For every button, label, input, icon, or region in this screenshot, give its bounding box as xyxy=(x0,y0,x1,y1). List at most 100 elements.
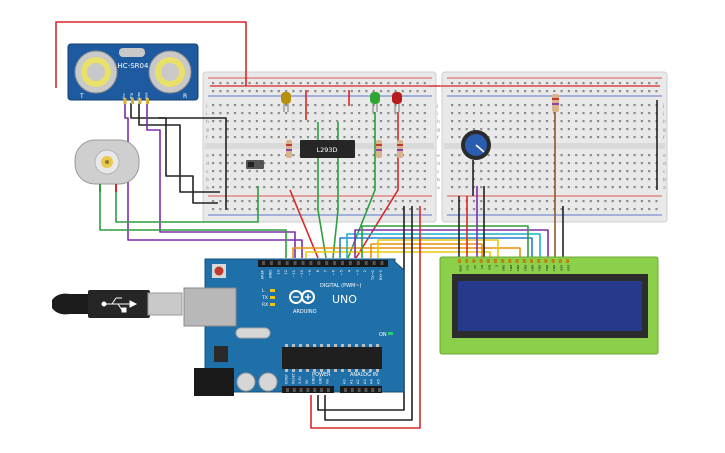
row-letter: e xyxy=(437,154,440,159)
row-letter: g xyxy=(663,128,666,133)
wire-red-led xyxy=(355,112,399,259)
power-pin-label: RESET xyxy=(291,372,295,384)
wire-motor-green xyxy=(99,190,287,258)
sensor-pin-label: Echo xyxy=(137,92,141,100)
board-led-label: TX xyxy=(261,295,268,301)
row-letter: e xyxy=(206,154,209,159)
lcd-pin-label: DB4 xyxy=(531,265,535,271)
wire-cyan-lcd xyxy=(346,233,541,260)
row-letter: a xyxy=(206,186,209,191)
lcd-pin-label: DB7 xyxy=(552,265,556,271)
yellow-led[interactable] xyxy=(281,92,291,112)
lcd-pin-label: DB1 xyxy=(509,265,513,271)
wire-orange2-lcd xyxy=(370,243,483,260)
wire-yellow-lcd xyxy=(305,251,491,260)
resistor-3[interactable] xyxy=(397,140,403,158)
row-letter: j xyxy=(436,103,438,109)
green-led[interactable] xyxy=(370,92,380,112)
power-pin-label: Vin xyxy=(325,379,329,384)
lcd-pin-label: DB3 xyxy=(523,265,527,271)
power-pin-label: GND xyxy=(319,376,323,384)
lcd-pin-label: DB6 xyxy=(545,265,549,271)
board-led-label: RX xyxy=(262,302,268,308)
digital-pin-label: 8 xyxy=(316,269,320,272)
wire-purple-lcd xyxy=(354,229,549,260)
wire-sensor-trig xyxy=(138,103,220,193)
digital-pin-label: 7 xyxy=(324,270,328,272)
digital-pin-label: GND xyxy=(268,270,272,278)
row-letter: b xyxy=(206,177,209,183)
wire-yellow2-lcd xyxy=(377,239,499,260)
digital-pin-label: TX→1 xyxy=(371,270,375,281)
digital-pin-label: 2 xyxy=(363,270,367,272)
row-letter: h xyxy=(663,119,666,125)
resistor-lcd[interactable] xyxy=(552,94,559,112)
digital-pin-label: ~11 xyxy=(292,270,296,278)
potentiometer-icon[interactable] xyxy=(461,130,491,160)
wire-motor-green2 xyxy=(115,186,259,223)
lcd-pin-label: E xyxy=(495,265,499,267)
row-letter: g xyxy=(437,128,440,133)
row-letter: h xyxy=(206,119,209,125)
arduino-logo xyxy=(289,290,315,304)
wire-sensor-echo xyxy=(146,103,296,258)
resistor-2[interactable] xyxy=(376,140,382,158)
red-led[interactable] xyxy=(392,92,402,112)
arduino-brand: UNO xyxy=(332,293,357,306)
row-letter: h xyxy=(437,119,440,125)
analog-pin-label: A3 xyxy=(363,379,367,384)
digital-pin-label: AREF xyxy=(261,270,265,279)
power-pin-label: 3.3V xyxy=(298,376,302,384)
motor-driver-chip[interactable]: L293D xyxy=(300,140,355,158)
row-letter: b xyxy=(663,177,666,183)
sensor-pin-label: Trig xyxy=(130,93,134,100)
resistor-1[interactable] xyxy=(286,140,292,158)
arduino-usb-jack xyxy=(183,287,237,327)
lcd-pin-label: GND xyxy=(459,265,463,273)
dc-motor-icon[interactable] xyxy=(74,139,140,192)
board-led-label: L xyxy=(262,288,265,294)
row-letter: c xyxy=(437,170,440,175)
analog-pin-label: A2 xyxy=(356,379,360,384)
digital-pin-label: ~3 xyxy=(355,270,359,275)
row-letter: a xyxy=(663,186,666,191)
digital-pin-label: 12 xyxy=(284,270,288,275)
sensor-pin-label: Vcc xyxy=(122,93,126,99)
power-header-label: POWER xyxy=(312,372,331,378)
wire-green-lcd xyxy=(361,225,529,260)
sensor-left-mark: T xyxy=(79,93,84,100)
analog-header-label: ANALOG IN xyxy=(350,372,378,378)
row-letter: f xyxy=(663,135,665,141)
lcd-pin-label: RW xyxy=(487,265,491,270)
arduino-logo-text: ARDUINO xyxy=(293,309,317,315)
wire-power-black xyxy=(324,206,413,421)
row-letter: i xyxy=(437,111,438,117)
wire-power-red xyxy=(310,206,421,429)
digital-pin-label: ~10 xyxy=(300,269,304,277)
digital-pin-label: 4 xyxy=(347,269,351,272)
row-letter: j xyxy=(662,103,664,109)
lcd-pin-label: VCC xyxy=(466,265,470,271)
digital-pin-label: ~6 xyxy=(332,269,336,275)
lcd-screen xyxy=(458,281,642,331)
row-letter: d xyxy=(663,161,666,167)
lcd-pin-label: DB5 xyxy=(538,265,542,271)
slide-switch-icon[interactable] xyxy=(246,160,264,169)
lcd-pin-label: DB2 xyxy=(516,265,520,271)
wire-sensor-vcc xyxy=(130,103,218,204)
analog-pin-label: A5 xyxy=(377,379,381,384)
row-letter: i xyxy=(206,111,207,117)
lcd-pin-label: LED xyxy=(559,265,563,272)
sensor-pin-label: Gnd xyxy=(145,93,149,100)
power-pin-label: 5V xyxy=(305,379,309,384)
analog-pin-label: A1 xyxy=(349,379,353,384)
row-letter: i xyxy=(663,111,664,117)
wire-black-top xyxy=(158,117,227,210)
